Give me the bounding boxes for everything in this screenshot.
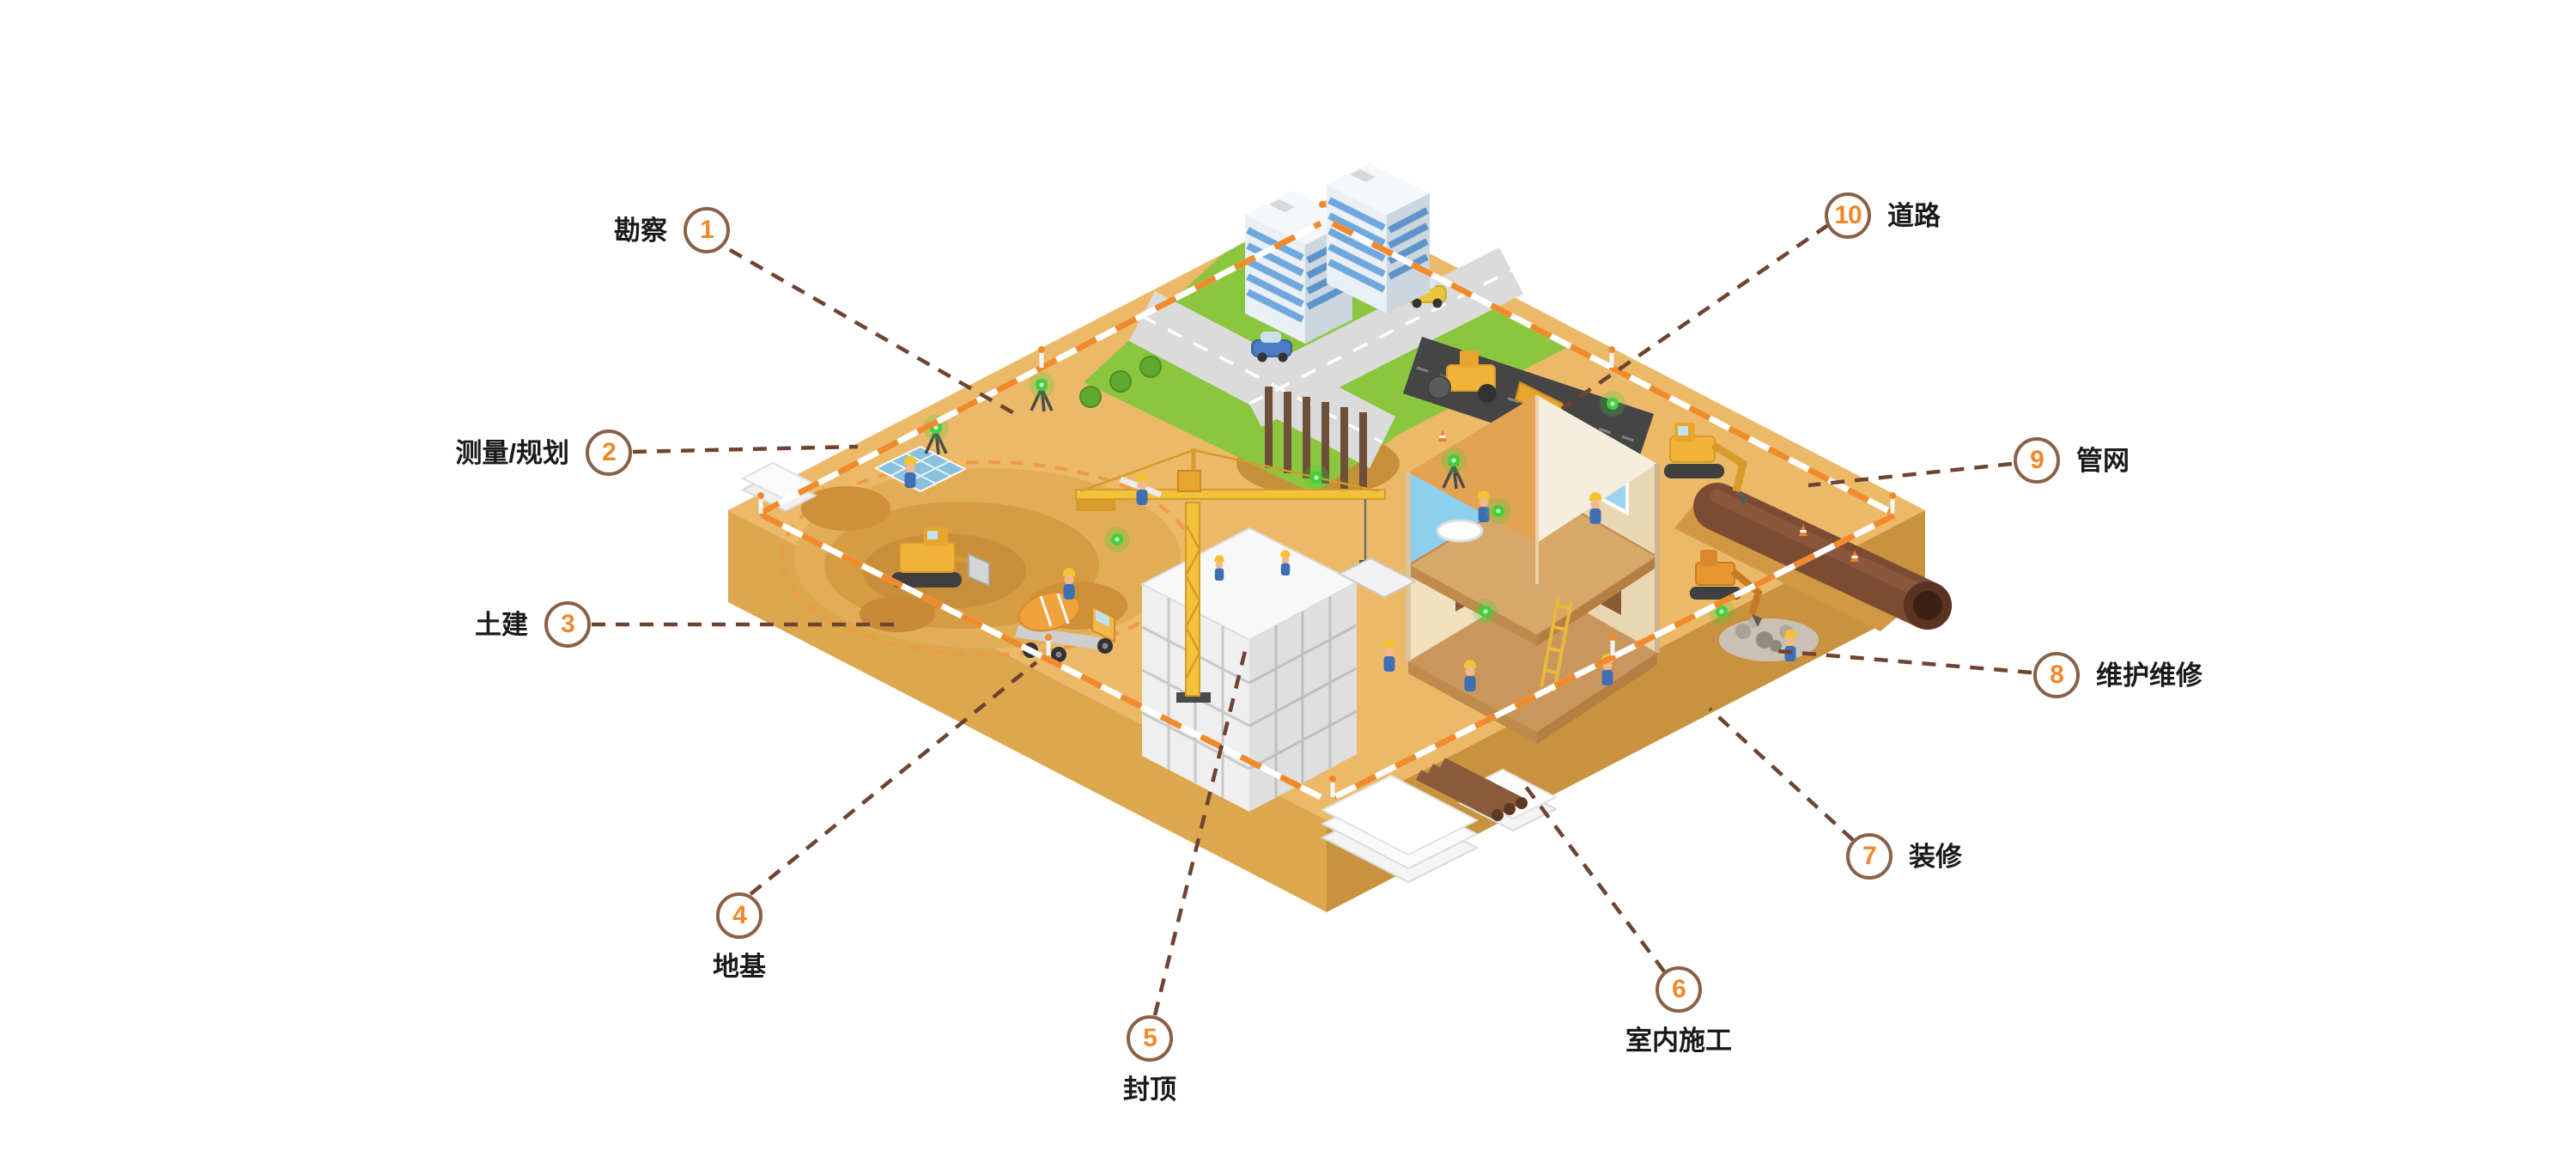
- excavator-pipeline: [1664, 423, 1748, 507]
- callout-9-number: 9: [2014, 437, 2060, 484]
- pipeline-zone: [1664, 423, 1952, 631]
- callout-1-label: 勘察: [614, 216, 667, 246]
- leader-2-measure: [632, 444, 859, 454]
- callout-4-number: 4: [716, 892, 762, 939]
- callout-9-label: 管网: [2076, 446, 2129, 476]
- callout-8-number: 8: [2033, 652, 2080, 698]
- callout-4-label: 地基: [713, 952, 766, 982]
- workers: [904, 456, 1796, 672]
- callout-8-label: 维护维修: [2096, 661, 2202, 691]
- leader-4-foundation: [749, 661, 1038, 896]
- leader-7-decoration: [1708, 707, 1855, 842]
- callout-6-number: 6: [1656, 966, 1702, 1013]
- office-tower-2: [1327, 163, 1430, 314]
- house-cutaway: [1406, 395, 1660, 744]
- leader-1-survey: [728, 248, 1020, 417]
- bulldozer: [891, 527, 990, 588]
- callout-5-number: 5: [1127, 1015, 1173, 1062]
- lifted-panel: [1337, 557, 1418, 599]
- leader-lines: [592, 223, 2032, 1016]
- ladder: [1540, 596, 1573, 692]
- callout-6-label: 室内施工: [1625, 1026, 1732, 1056]
- callout-10-label: 道路: [1887, 201, 1941, 231]
- callout-10-number: 10: [1825, 192, 1871, 239]
- leader-10-road: [1560, 223, 1830, 411]
- bathtub: [1436, 519, 1484, 543]
- leader-8-maintenance: [1777, 649, 2032, 675]
- material-stacks: [740, 461, 1558, 884]
- tower-crane: [1075, 448, 1418, 703]
- perimeter-barrier: [757, 201, 1896, 801]
- callout-3-label: 土建: [475, 610, 528, 640]
- survey-tarp: [873, 445, 968, 493]
- mini-excavator: [1690, 550, 1763, 627]
- callout-2-number: 2: [586, 429, 632, 476]
- leader-6-interior: [1524, 785, 1666, 973]
- leader-5-topping: [1152, 643, 1249, 1016]
- callout-3-number: 3: [544, 601, 591, 648]
- callout-1-number: 1: [683, 207, 730, 253]
- barrier-posts: [757, 201, 1896, 797]
- city-buildings: [1245, 163, 1430, 344]
- pipe-stack: [1416, 758, 1528, 821]
- road-roller: [1427, 350, 1497, 403]
- main-building: [1139, 527, 1359, 812]
- callout-7-label: 装修: [1909, 842, 1962, 872]
- callout-5-label: 封顶: [1123, 1075, 1176, 1105]
- car-blue: [1251, 332, 1292, 362]
- callout-2-label: 测量/规划: [455, 438, 569, 468]
- foundation-piles: [1265, 387, 1367, 494]
- callout-7-number: 7: [1846, 833, 1893, 880]
- leader-9-pipes: [1807, 461, 2013, 488]
